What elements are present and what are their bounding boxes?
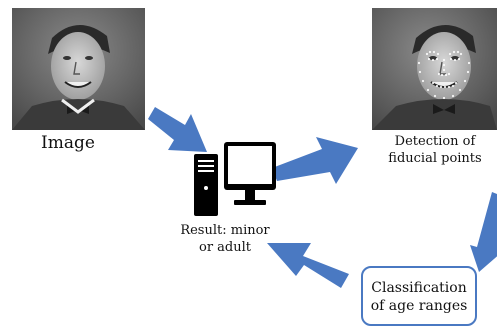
- arrow-image-to-computer: [148, 107, 207, 152]
- result-label: Result: minor or adult: [160, 222, 290, 256]
- result-label-line2: or adult: [199, 240, 251, 255]
- classification-label: Classification of age ranges: [363, 279, 475, 315]
- classification-box: Classification of age ranges: [361, 266, 477, 326]
- face-photo-fiducial-points: [372, 8, 497, 130]
- arrow-classification-to-result: [267, 243, 349, 288]
- classification-label-line2: of age ranges: [370, 298, 468, 314]
- detection-label-line1: Detection of: [394, 134, 476, 149]
- image-label: Image: [41, 133, 95, 153]
- result-label-line1: Result: minor: [180, 223, 270, 238]
- arrow-computer-to-detection: [272, 137, 358, 184]
- face-photo-original: [12, 8, 145, 130]
- detection-label: Detection of fiducial points: [370, 133, 497, 167]
- classification-label-line1: Classification: [371, 280, 467, 296]
- detection-label-line2: fiducial points: [388, 151, 482, 166]
- arrow-detection-to-classification: [470, 192, 497, 272]
- desktop-computer-icon: [188, 140, 278, 220]
